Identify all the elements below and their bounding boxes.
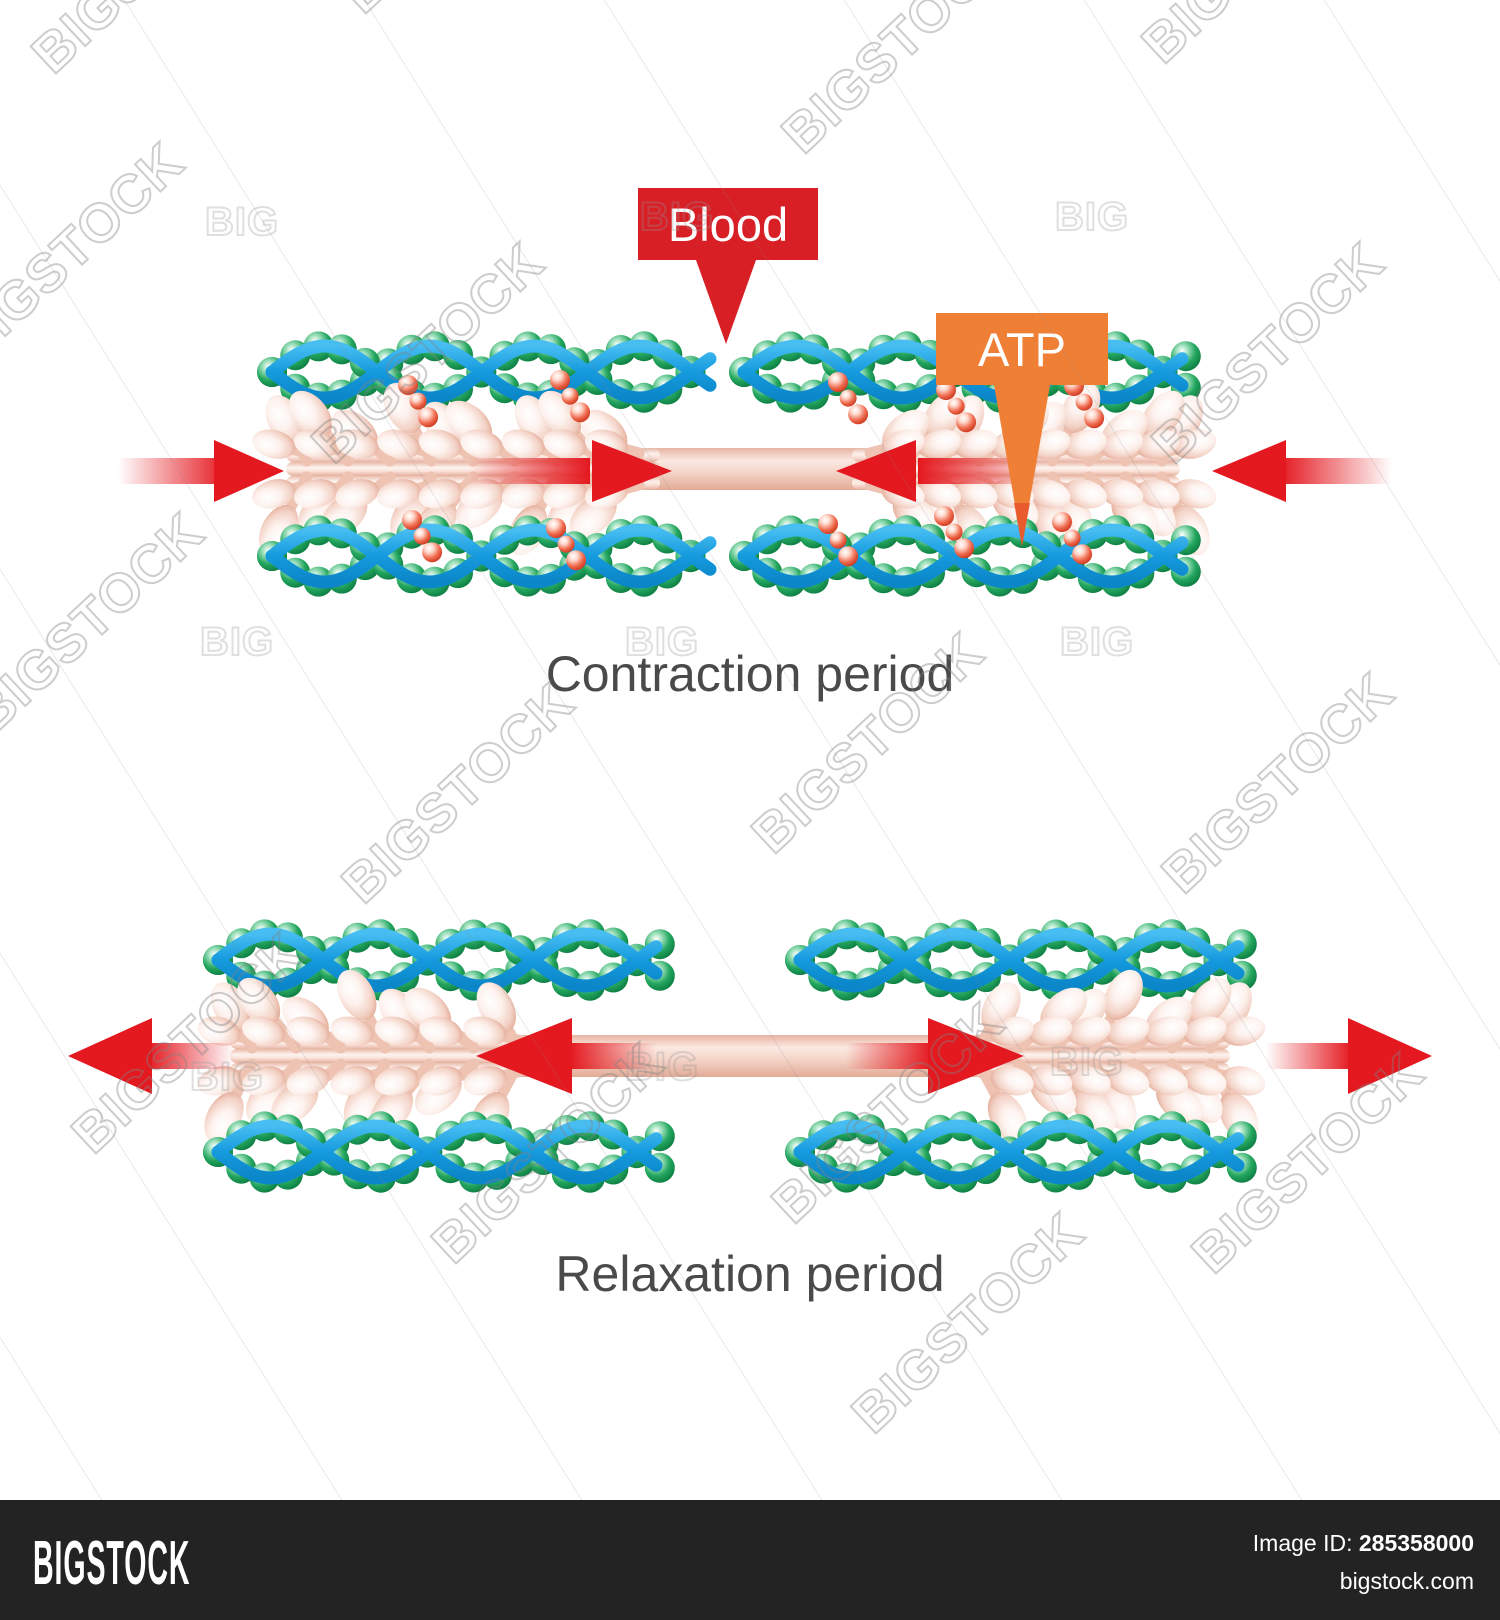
arrow-left-inner-contraction: [468, 440, 672, 502]
caption-contraction: Contraction period: [545, 646, 955, 702]
arrow-right-outer-contraction: [1212, 440, 1392, 502]
footer-bar: BIGSTOCK Image ID: 285358000 bigstock.co…: [0, 1500, 1500, 1620]
image-id-label: Image ID:: [1252, 1530, 1353, 1556]
actin-filament-top-relaxation: [203, 919, 1257, 1001]
blood-callout-pointer: [696, 260, 756, 344]
calcium-ions-contraction: [398, 370, 1105, 571]
relaxation-arrows: [68, 1018, 1432, 1094]
arrow-left-outer-relaxation: [68, 1018, 234, 1094]
image-id-value: 285358000: [1358, 1530, 1474, 1556]
arrow-left-outer-contraction: [118, 440, 284, 502]
arrow-right-inner-relaxation: [846, 1018, 1024, 1094]
arrow-left-inner-relaxation: [476, 1018, 656, 1094]
blood-callout-label: Blood: [638, 188, 818, 260]
image-id-text: Image ID: 285358000: [1253, 1530, 1474, 1557]
arrow-right-outer-relaxation: [1266, 1018, 1432, 1094]
bigstock-logo: BIGSTOCK: [33, 1529, 191, 1598]
caption-relaxation: Relaxation period: [555, 1246, 945, 1302]
atp-callout: ATP: [936, 313, 1108, 547]
panel-relaxation: [68, 919, 1432, 1193]
panel-contraction: [118, 331, 1392, 597]
blood-callout: Blood: [638, 188, 818, 344]
myosin-filament-relaxation: [197, 969, 1266, 1143]
actin-filament-bottom-contraction: [257, 515, 1201, 597]
atp-callout-pointer: [936, 385, 1108, 547]
atp-pointer-tip: [1014, 503, 1030, 547]
actin-filament-bottom-relaxation: [203, 1111, 1257, 1193]
atp-callout-label: ATP: [936, 313, 1108, 385]
site-url: bigstock.com: [1339, 1568, 1474, 1594]
